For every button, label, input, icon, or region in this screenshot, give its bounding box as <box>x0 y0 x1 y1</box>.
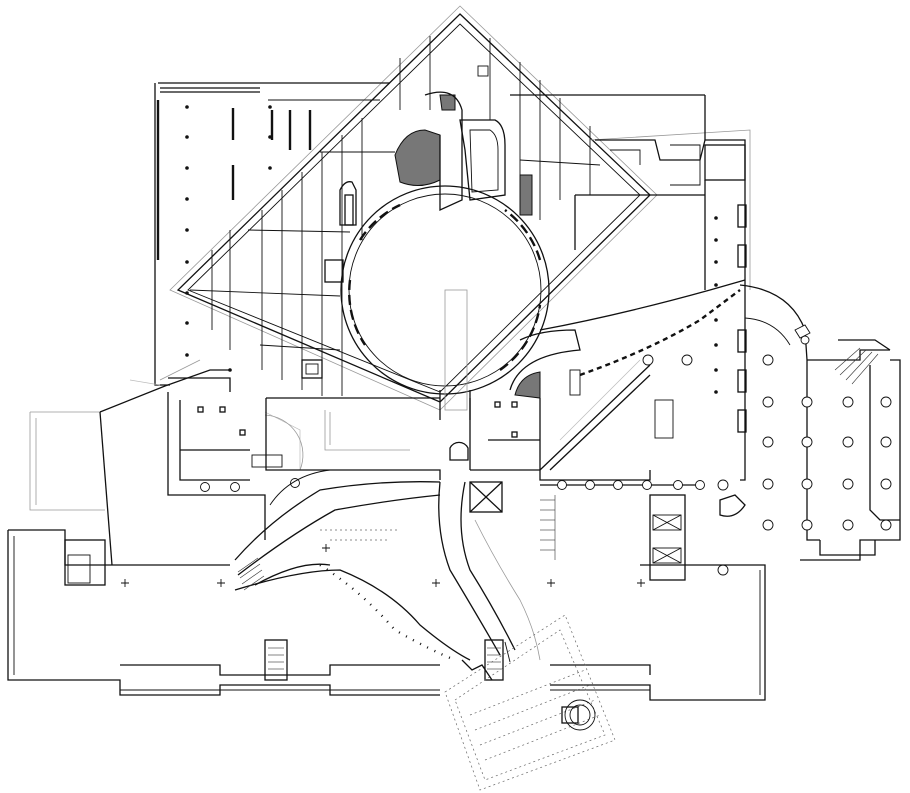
left-wing <box>154 82 390 392</box>
far-right-wing <box>717 284 901 576</box>
right-gallery-piers <box>737 204 747 433</box>
colonnade-columns <box>200 478 705 492</box>
upper-cores <box>339 91 533 226</box>
central-right-stair <box>540 495 556 560</box>
left-entry-zone <box>29 369 304 566</box>
far-right-stair <box>834 347 879 385</box>
walkway-stair <box>487 647 501 670</box>
left-wing-column-dots <box>185 105 272 372</box>
diamond-hall <box>169 5 658 411</box>
cross-columns <box>121 544 645 587</box>
rotunda <box>340 185 550 420</box>
lower-terrace <box>7 494 766 701</box>
far-right-columns <box>717 354 892 576</box>
colonnade <box>200 478 705 492</box>
diagonal-strip <box>539 359 674 481</box>
right-gallery-dots <box>714 216 718 394</box>
central-corridor <box>251 397 540 513</box>
right-gallery <box>509 94 751 481</box>
diamond-grid-lines <box>189 36 601 396</box>
curved-walkway <box>234 469 541 681</box>
walkway-stair-left <box>237 557 265 591</box>
entry-pavilion <box>444 614 616 791</box>
lower-left-stair <box>268 647 284 670</box>
